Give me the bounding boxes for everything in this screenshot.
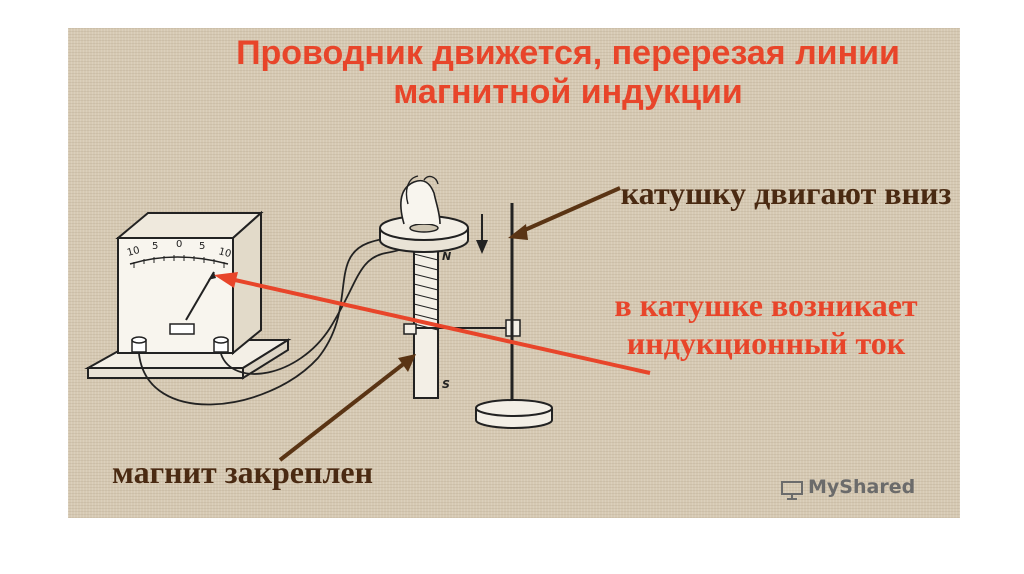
apparatus-diagram: 10 5 0 5 10 N bbox=[84, 175, 651, 462]
meter-terminal-right bbox=[213, 336, 229, 353]
clamp bbox=[403, 323, 417, 335]
wire bbox=[138, 237, 399, 406]
watermark: MyShared bbox=[808, 476, 916, 498]
presentation-icon bbox=[781, 481, 803, 500]
current-pointer-arrow bbox=[225, 276, 651, 375]
meter-needle bbox=[185, 271, 215, 321]
slide: Проводник движется, перерезая линии магн… bbox=[68, 28, 960, 518]
induced-current-label: в катушке возникает индукционный ток bbox=[614, 287, 918, 361]
coil-pointer-arrow bbox=[517, 186, 621, 235]
meter-terminal-left bbox=[131, 336, 147, 353]
slide-title: Проводник движется, перерезая линии магн… bbox=[236, 34, 900, 111]
hand bbox=[400, 179, 441, 225]
meter-tick-label: 5 bbox=[152, 241, 158, 252]
pole-label-north: N bbox=[442, 250, 451, 263]
magnet-pointer-arrow bbox=[278, 360, 408, 462]
meter-tick-label: 0 bbox=[176, 239, 182, 250]
pole-label-south: S bbox=[442, 378, 450, 391]
meter-scale-arc bbox=[129, 256, 229, 265]
meter-pivot bbox=[169, 323, 195, 335]
magnet-fixed-label: магнит закреплен bbox=[112, 454, 374, 490]
meter-tick-label: 10 bbox=[126, 245, 141, 259]
coil-moving-label: катушку двигают вниз bbox=[620, 175, 952, 211]
meter-tick-label: 10 bbox=[217, 246, 232, 260]
meter-tick-label: 5 bbox=[199, 241, 205, 252]
